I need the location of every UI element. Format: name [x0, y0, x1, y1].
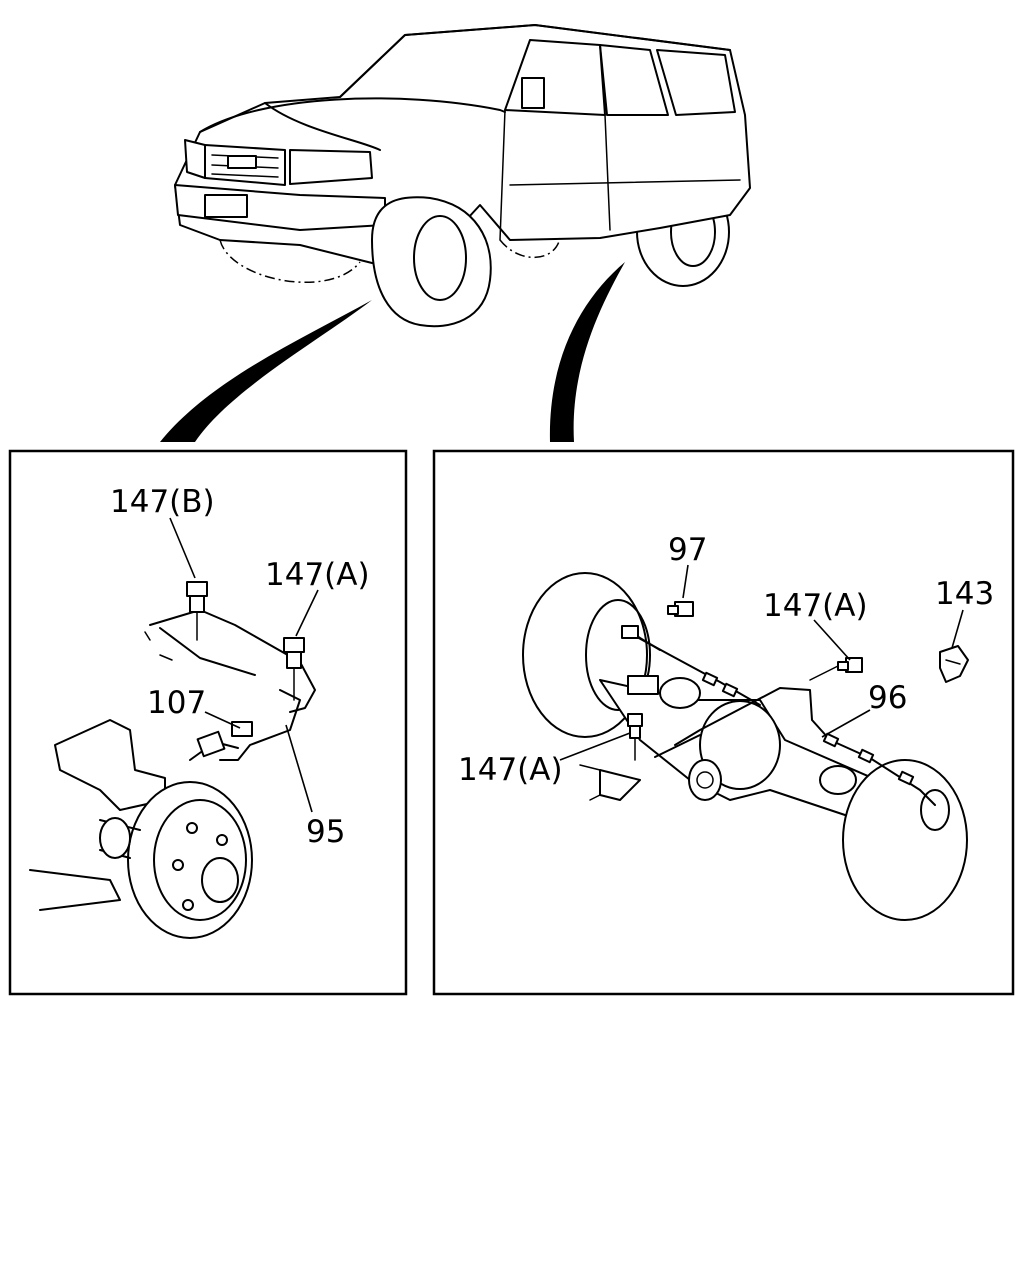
bolt-147b-front [186, 581, 208, 641]
rear-door-window [599, 44, 669, 116]
label-147a-rear-top: 147(A) [763, 588, 868, 624]
label-147a-rear-left: 147(A) [458, 752, 563, 788]
bolt-97 [667, 601, 694, 617]
quarter-window [656, 49, 736, 116]
side-mirror [521, 77, 545, 109]
sensor-97-left [621, 625, 639, 639]
label-96: 96 [868, 680, 907, 716]
rear-drum-right [842, 759, 968, 921]
label-147a-front: 147(A) [265, 557, 370, 593]
axle-tube-cap [659, 677, 701, 709]
rear-view-pointer [549, 262, 625, 442]
front-hub-assembly [29, 719, 253, 939]
bolt-147a-rear-top [809, 657, 863, 681]
headlamp-right [289, 149, 373, 185]
front-detail-panel: 147(B) 147(A) 107 95 [8, 449, 408, 996]
bolt-147a-rear-left [627, 713, 643, 761]
label-143: 143 [935, 576, 994, 612]
rear-harness-96 [579, 625, 936, 806]
clip-143 [939, 645, 969, 683]
label-95: 95 [306, 814, 345, 850]
headlamp-left [184, 139, 206, 179]
vehicle-illustration [160, 24, 751, 442]
label-147b-front: 147(B) [110, 484, 215, 520]
sensor-107-cap [231, 721, 253, 737]
label-107: 107 [147, 685, 206, 721]
license-plate [204, 194, 248, 218]
bolt-147a-front [283, 637, 305, 701]
differential-flange [688, 759, 722, 801]
label-97: 97 [668, 532, 707, 568]
axle-block [627, 675, 659, 695]
front-wheel [371, 196, 492, 328]
front-view-pointer [160, 300, 372, 442]
rear-detail-panel: 97 147(A) 143 96 147(A) [432, 449, 1015, 996]
grille-emblem [227, 155, 257, 169]
sensor-107-body [196, 730, 226, 758]
